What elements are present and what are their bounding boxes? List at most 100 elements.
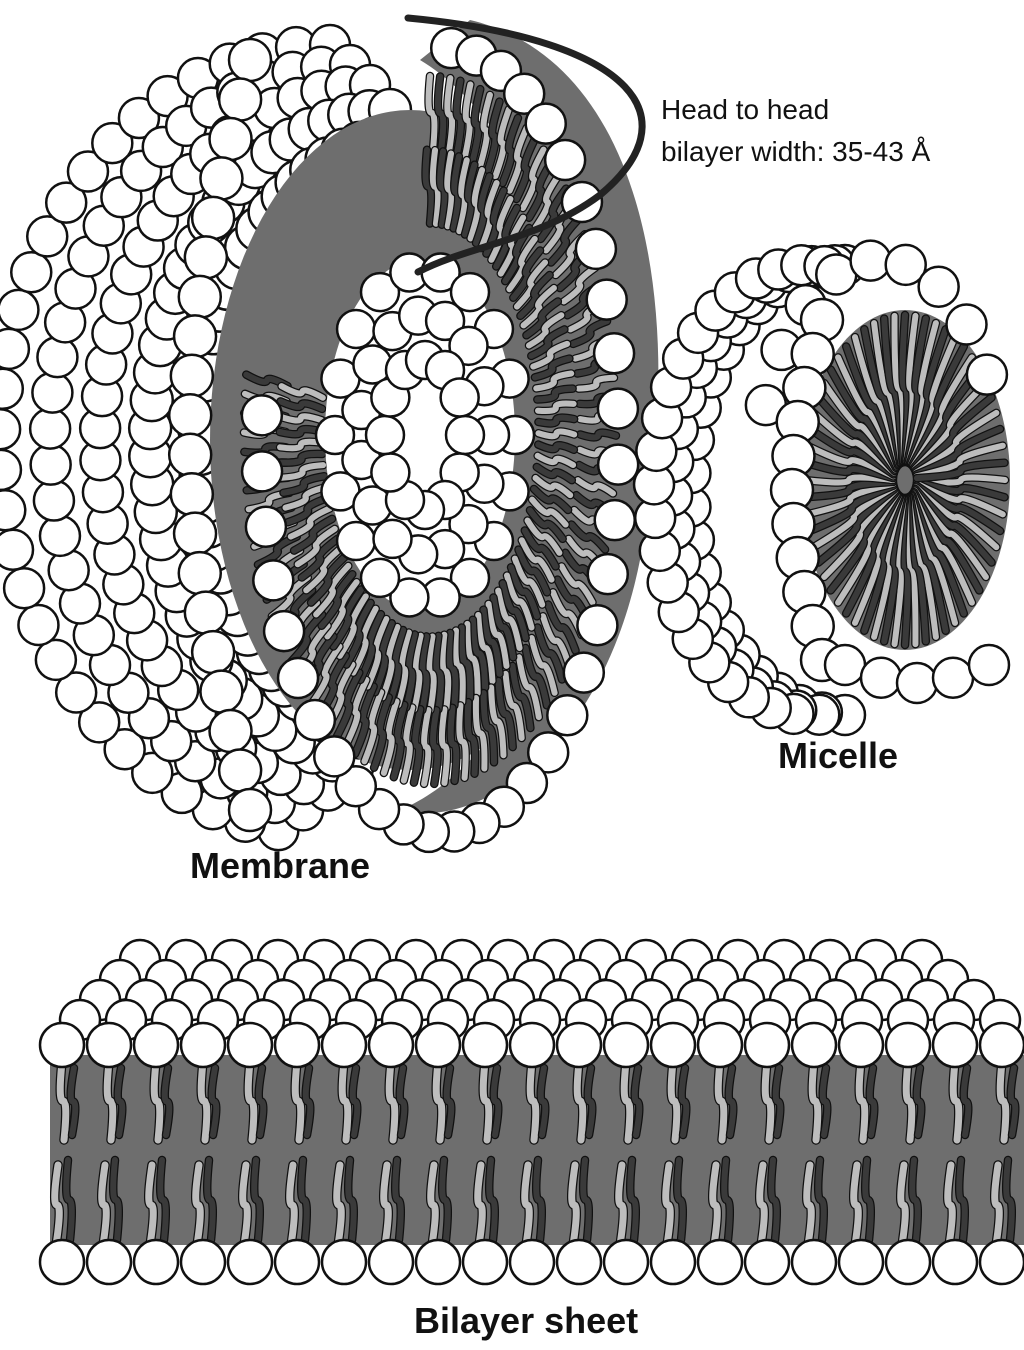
lipid-tail xyxy=(433,710,438,784)
membrane-inner-head xyxy=(374,520,412,558)
micelle-rim-head xyxy=(933,658,973,698)
lipid-tail xyxy=(588,1068,593,1135)
sheet-bottom-head xyxy=(839,1240,883,1284)
membrane-edge-head xyxy=(169,394,211,436)
lipid-tail xyxy=(948,1165,953,1245)
membrane-rim-head xyxy=(314,736,354,776)
sheet-bottom-head xyxy=(369,1240,413,1284)
membrane-rim-head xyxy=(295,700,335,740)
membrane-vesicle xyxy=(0,20,658,852)
membrane-inner-head xyxy=(361,559,399,597)
lipid-tail xyxy=(666,1165,671,1245)
sheet-bottom-head xyxy=(228,1240,272,1284)
membrane-rim-head xyxy=(242,451,282,491)
lipid-tail xyxy=(807,1165,812,1245)
sheet-top-head xyxy=(557,1023,601,1067)
annotation-line-1: Head to head xyxy=(661,92,829,128)
membrane-rim-head xyxy=(526,104,566,144)
membrane-edge-head xyxy=(179,276,221,318)
micelle-label: Micelle xyxy=(778,735,898,777)
lipid-tail xyxy=(55,1165,60,1245)
lipid-tail xyxy=(384,1165,389,1245)
sheet-top-head xyxy=(510,1023,554,1067)
lipid-tail xyxy=(290,1165,295,1245)
sheet-top-head xyxy=(792,1023,836,1067)
micelle-rim-head xyxy=(861,658,901,698)
sheet-bottom-head xyxy=(275,1240,319,1284)
lipid-tail xyxy=(729,1068,734,1135)
membrane-outer-head xyxy=(18,605,58,645)
lipid-tail xyxy=(118,1068,123,1135)
sheet-bottom-head xyxy=(40,1240,84,1284)
lipid-tail xyxy=(447,1068,452,1135)
sheet-top-head xyxy=(886,1023,930,1067)
lipid-tail xyxy=(424,710,428,784)
lipid-tail xyxy=(964,1068,969,1135)
membrane-rim-head xyxy=(587,280,627,320)
lipid-tail xyxy=(243,1165,248,1245)
micelle-rim-head xyxy=(897,663,937,703)
sheet-bottom-head xyxy=(557,1240,601,1284)
lipid-tail xyxy=(494,1068,499,1135)
micelle-rim-head xyxy=(947,304,987,344)
membrane-edge-head xyxy=(179,552,221,594)
sheet-bottom-head xyxy=(745,1240,789,1284)
membrane-inner-head xyxy=(441,379,479,417)
sheet-top-head xyxy=(980,1023,1024,1067)
sheet-bottom-head xyxy=(886,1240,930,1284)
lipid-tail xyxy=(337,1165,342,1245)
membrane-rim-head xyxy=(564,653,604,693)
membrane-edge-head xyxy=(200,671,242,713)
membrane-rim-head xyxy=(594,333,634,373)
sheet-top-head xyxy=(698,1023,742,1067)
membrane-rim-head xyxy=(598,389,638,429)
membrane-outer-head xyxy=(34,481,74,521)
lipid-tail xyxy=(525,1165,530,1245)
lipid-tail xyxy=(431,1165,436,1245)
lipid-tail xyxy=(854,1165,859,1245)
lipid-tail xyxy=(760,1165,765,1245)
bilayer-sheet-label: Bilayer sheet xyxy=(414,1300,638,1342)
sheet-top-head xyxy=(228,1023,272,1067)
sheet-top-head xyxy=(651,1023,695,1067)
membrane-outer-head xyxy=(0,369,23,409)
sheet-top-head xyxy=(275,1023,319,1067)
membrane-rim-head xyxy=(246,507,286,547)
membrane-rim-head xyxy=(547,695,587,735)
micelle-rim-head xyxy=(851,241,891,281)
lipid-tail xyxy=(212,1068,217,1135)
lipid-tail xyxy=(538,445,574,450)
membrane-edge-head xyxy=(210,710,252,752)
sheet-top-head xyxy=(839,1023,883,1067)
lipid-tail xyxy=(457,81,461,154)
sheet-bottom-head xyxy=(87,1240,131,1284)
sheet-top-head xyxy=(40,1023,84,1067)
membrane-outer-head xyxy=(0,530,33,570)
membrane-edge-head xyxy=(192,631,234,673)
micelle-rim-head xyxy=(967,355,1007,395)
sheet-bottom-head xyxy=(510,1240,554,1284)
bilayer-sheet xyxy=(40,940,1024,1284)
sheet-bottom-head xyxy=(698,1240,742,1284)
sheet-top-head xyxy=(87,1023,131,1067)
membrane-edge-head xyxy=(171,355,213,397)
sheet-top-head xyxy=(933,1023,977,1067)
membrane-rim-head xyxy=(253,560,293,600)
sheet-top-head xyxy=(181,1023,225,1067)
membrane-rim-head xyxy=(545,140,585,180)
membrane-rim-head xyxy=(278,658,318,698)
lipid-tail xyxy=(572,1165,577,1245)
lipid-tail xyxy=(870,1068,875,1135)
sheet-top-head xyxy=(463,1023,507,1067)
membrane-edge-head xyxy=(185,592,227,634)
lipid-tail xyxy=(713,1165,718,1245)
membrane-edge-head xyxy=(171,473,213,515)
membrane-rim-head xyxy=(588,554,628,594)
sheet-top-head xyxy=(369,1023,413,1067)
sheet-bottom-head xyxy=(933,1240,977,1284)
lipid-tail xyxy=(447,78,452,151)
micelle-rim-head xyxy=(969,645,1009,685)
membrane-outer-head xyxy=(30,409,70,449)
membrane-outer-head xyxy=(11,252,51,292)
